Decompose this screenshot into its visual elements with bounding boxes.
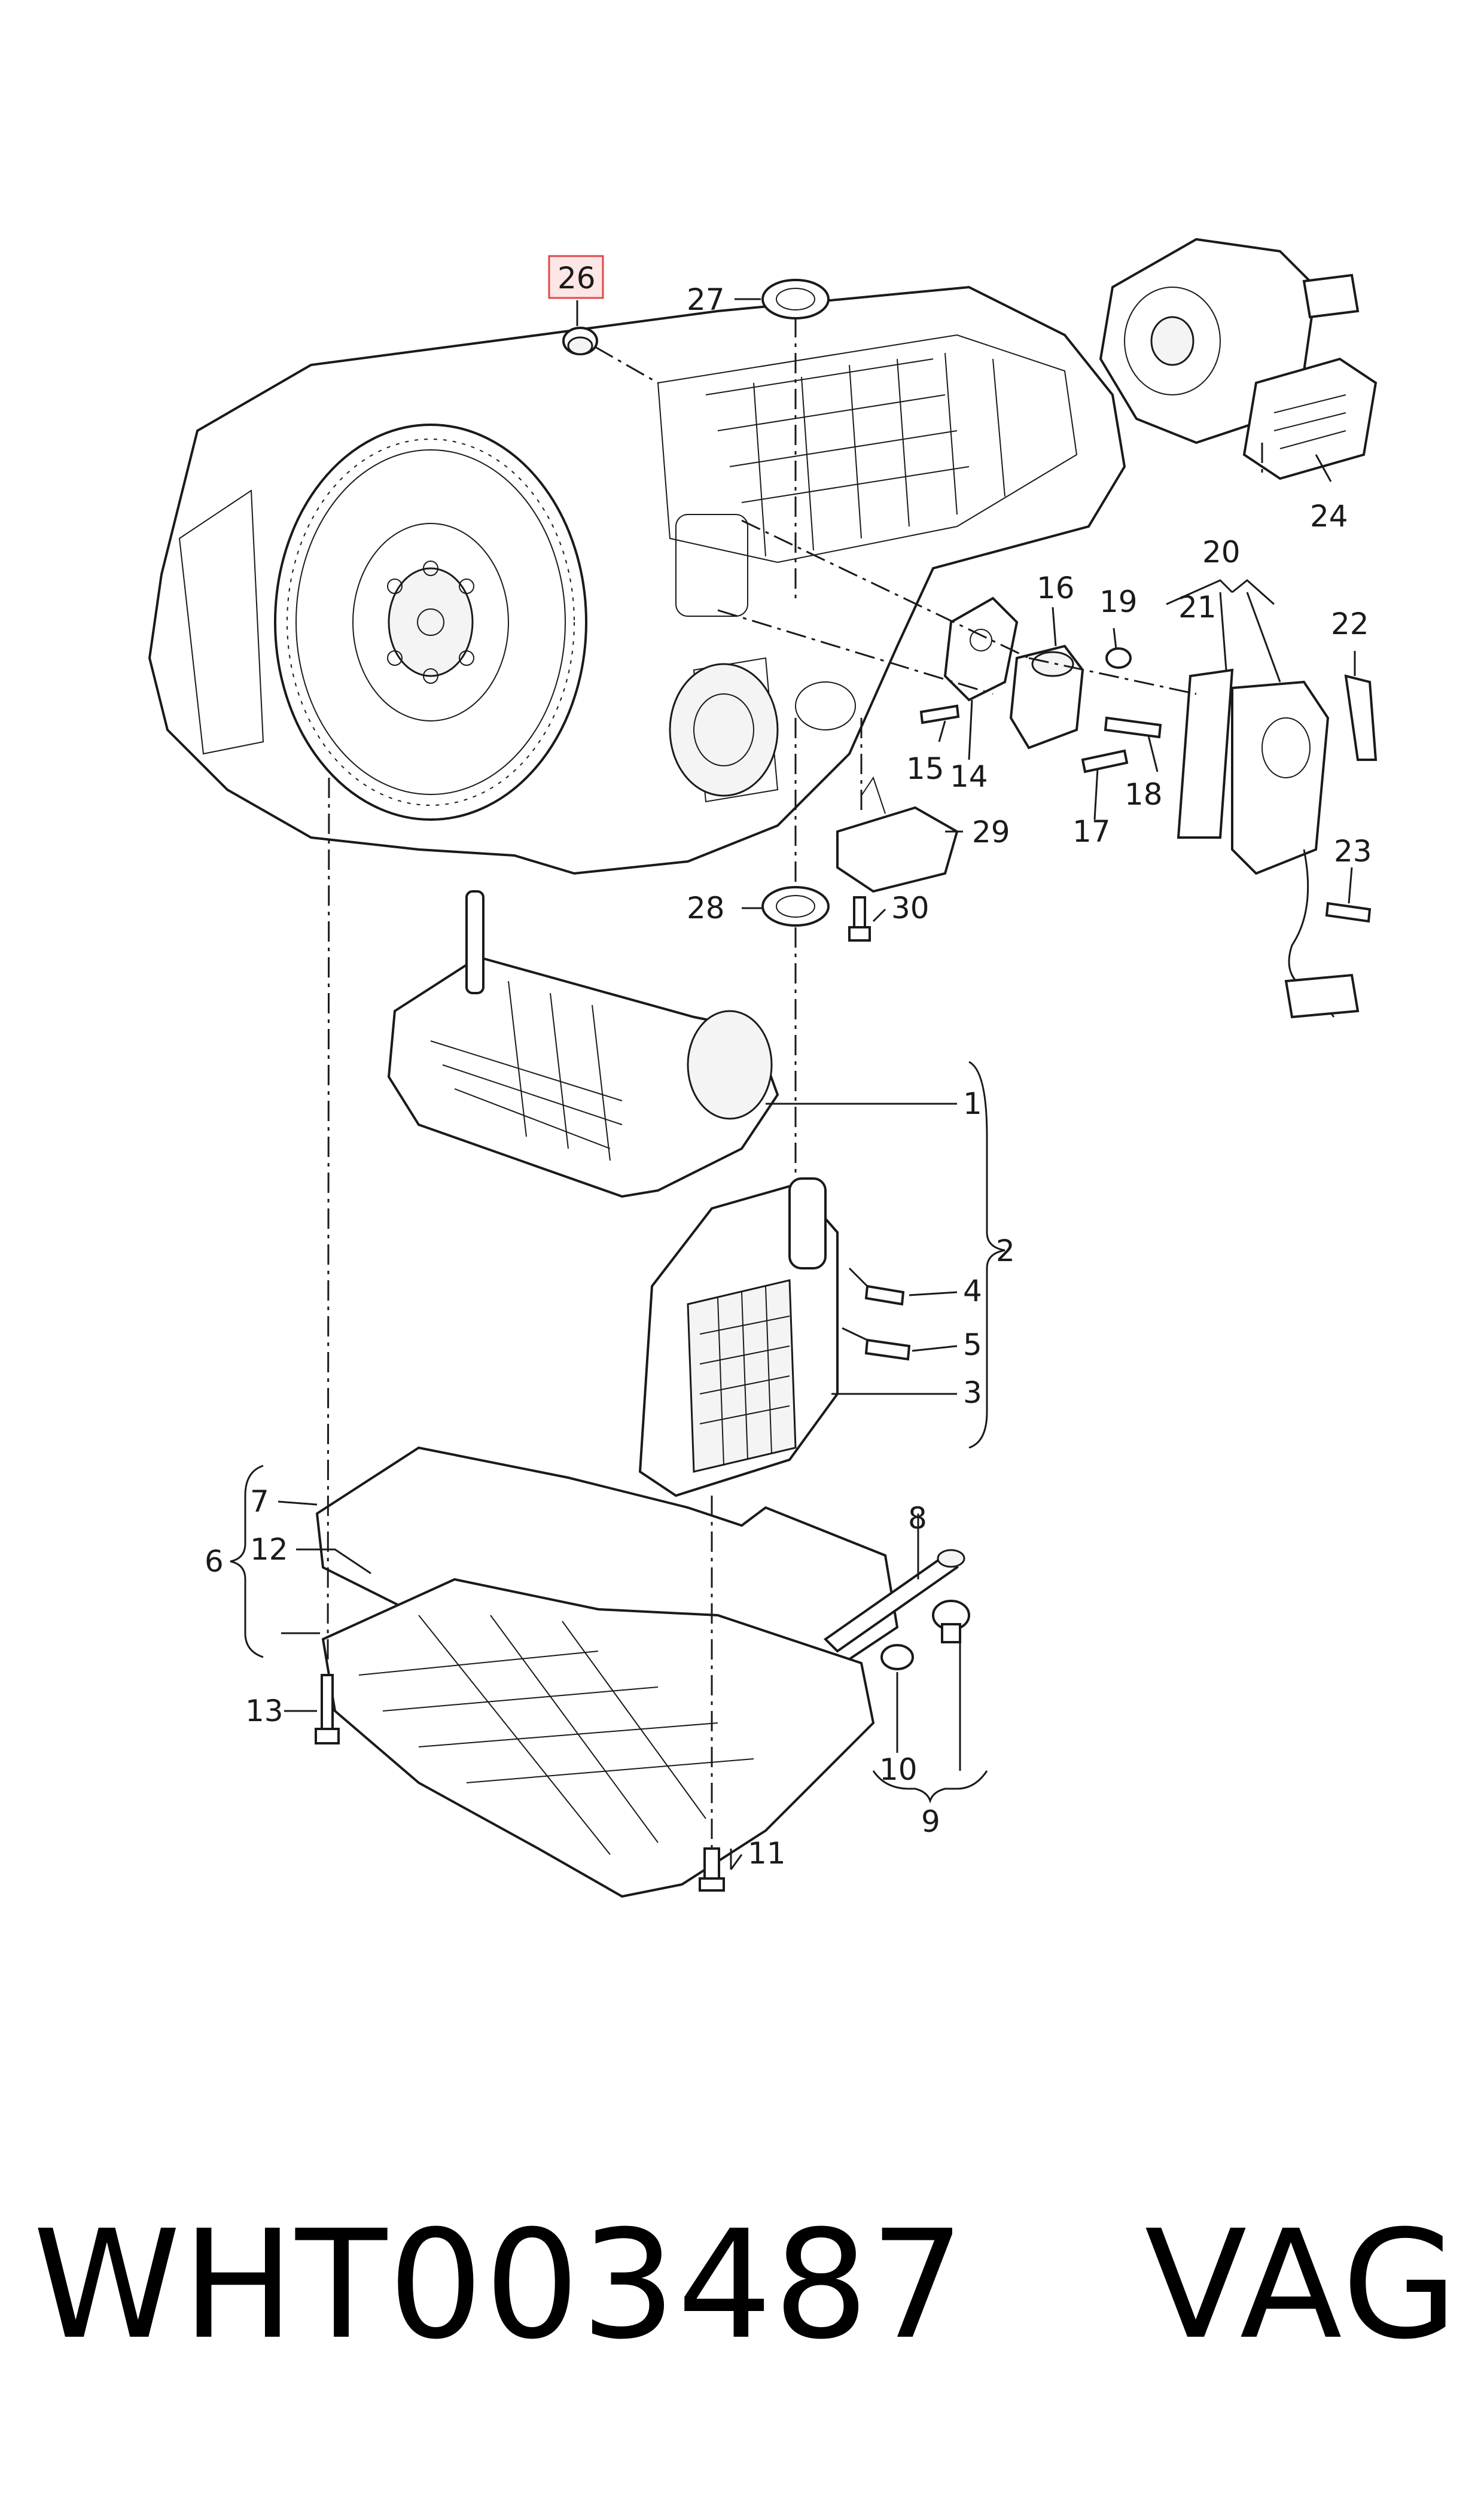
alignment-lines bbox=[327, 317, 1263, 1849]
callout-18: 18 bbox=[1125, 777, 1163, 812]
cover-20 bbox=[1231, 680, 1330, 875]
sensor-bracket-14 bbox=[943, 596, 1019, 702]
callout-28: 28 bbox=[687, 891, 725, 925]
callout-9: 9 bbox=[921, 1804, 940, 1839]
callout-26-highlight bbox=[548, 255, 604, 299]
bracket-29 bbox=[836, 776, 959, 893]
seal-27 bbox=[761, 279, 830, 319]
valve-body-1 bbox=[387, 890, 779, 1198]
callout-13: 13 bbox=[245, 1694, 284, 1728]
bolt-5 bbox=[864, 1338, 911, 1361]
callout-2: 2 bbox=[996, 1234, 1015, 1268]
seal-plug-26 bbox=[562, 327, 598, 355]
callout-7: 7 bbox=[250, 1484, 269, 1519]
callout-24: 24 bbox=[1310, 499, 1348, 534]
wire-harness bbox=[1284, 849, 1360, 1019]
callout-20: 20 bbox=[1202, 535, 1241, 570]
drain-plug-9 bbox=[932, 1600, 970, 1643]
callout-29: 29 bbox=[972, 815, 1010, 850]
bolt-23 bbox=[1325, 902, 1372, 923]
callout-17: 17 bbox=[1072, 814, 1111, 849]
bolt-13 bbox=[315, 1674, 340, 1744]
callout-27: 27 bbox=[687, 282, 725, 317]
bolt-15 bbox=[919, 704, 960, 724]
seal-28 bbox=[761, 886, 830, 927]
cover-gasket-21 bbox=[1177, 668, 1234, 839]
brand-name: VAG bbox=[1144, 2198, 1460, 2372]
washer-19 bbox=[1105, 647, 1132, 669]
callout-30: 30 bbox=[891, 891, 930, 925]
callout-6: 6 bbox=[205, 1544, 224, 1579]
bolt-4 bbox=[864, 1284, 905, 1306]
callout-22: 22 bbox=[1331, 607, 1369, 641]
bolt-18 bbox=[1104, 716, 1162, 739]
leader-lines bbox=[230, 298, 1356, 1870]
callout-8: 8 bbox=[908, 1501, 927, 1536]
callout-4: 4 bbox=[963, 1274, 982, 1308]
bolt-30 bbox=[848, 896, 871, 942]
callout-3: 3 bbox=[963, 1375, 982, 1410]
callout-12: 12 bbox=[250, 1532, 288, 1567]
callout-26: 26 bbox=[557, 261, 596, 296]
oil-pan-12 bbox=[321, 1578, 875, 1898]
callout-14: 14 bbox=[950, 759, 988, 794]
drain-screw-11 bbox=[699, 1847, 725, 1892]
clip-22 bbox=[1344, 674, 1378, 761]
callout-23: 23 bbox=[1334, 834, 1372, 869]
callout-1: 1 bbox=[963, 1086, 982, 1121]
callout-16: 16 bbox=[1037, 571, 1075, 605]
solenoid-16 bbox=[1009, 644, 1084, 750]
callout-15: 15 bbox=[906, 751, 944, 786]
callout-19: 19 bbox=[1099, 584, 1138, 619]
callout-5: 5 bbox=[963, 1327, 982, 1362]
mechatronic-3 bbox=[638, 1177, 839, 1497]
filler-tube-8 bbox=[823, 1549, 965, 1653]
transfer-case bbox=[1099, 238, 1378, 480]
bolt-17 bbox=[1081, 749, 1129, 774]
seal-ring-10 bbox=[880, 1644, 914, 1670]
callout-10: 10 bbox=[879, 1752, 918, 1787]
part-number: WHT003487 bbox=[33, 2198, 967, 2372]
torque-converter bbox=[274, 424, 587, 821]
callout-labels: 26 27 24 20 16 19 21 22 15 14 18 17 29 2… bbox=[205, 255, 1372, 1871]
callout-21: 21 bbox=[1178, 590, 1217, 625]
callout-11: 11 bbox=[748, 1836, 786, 1871]
